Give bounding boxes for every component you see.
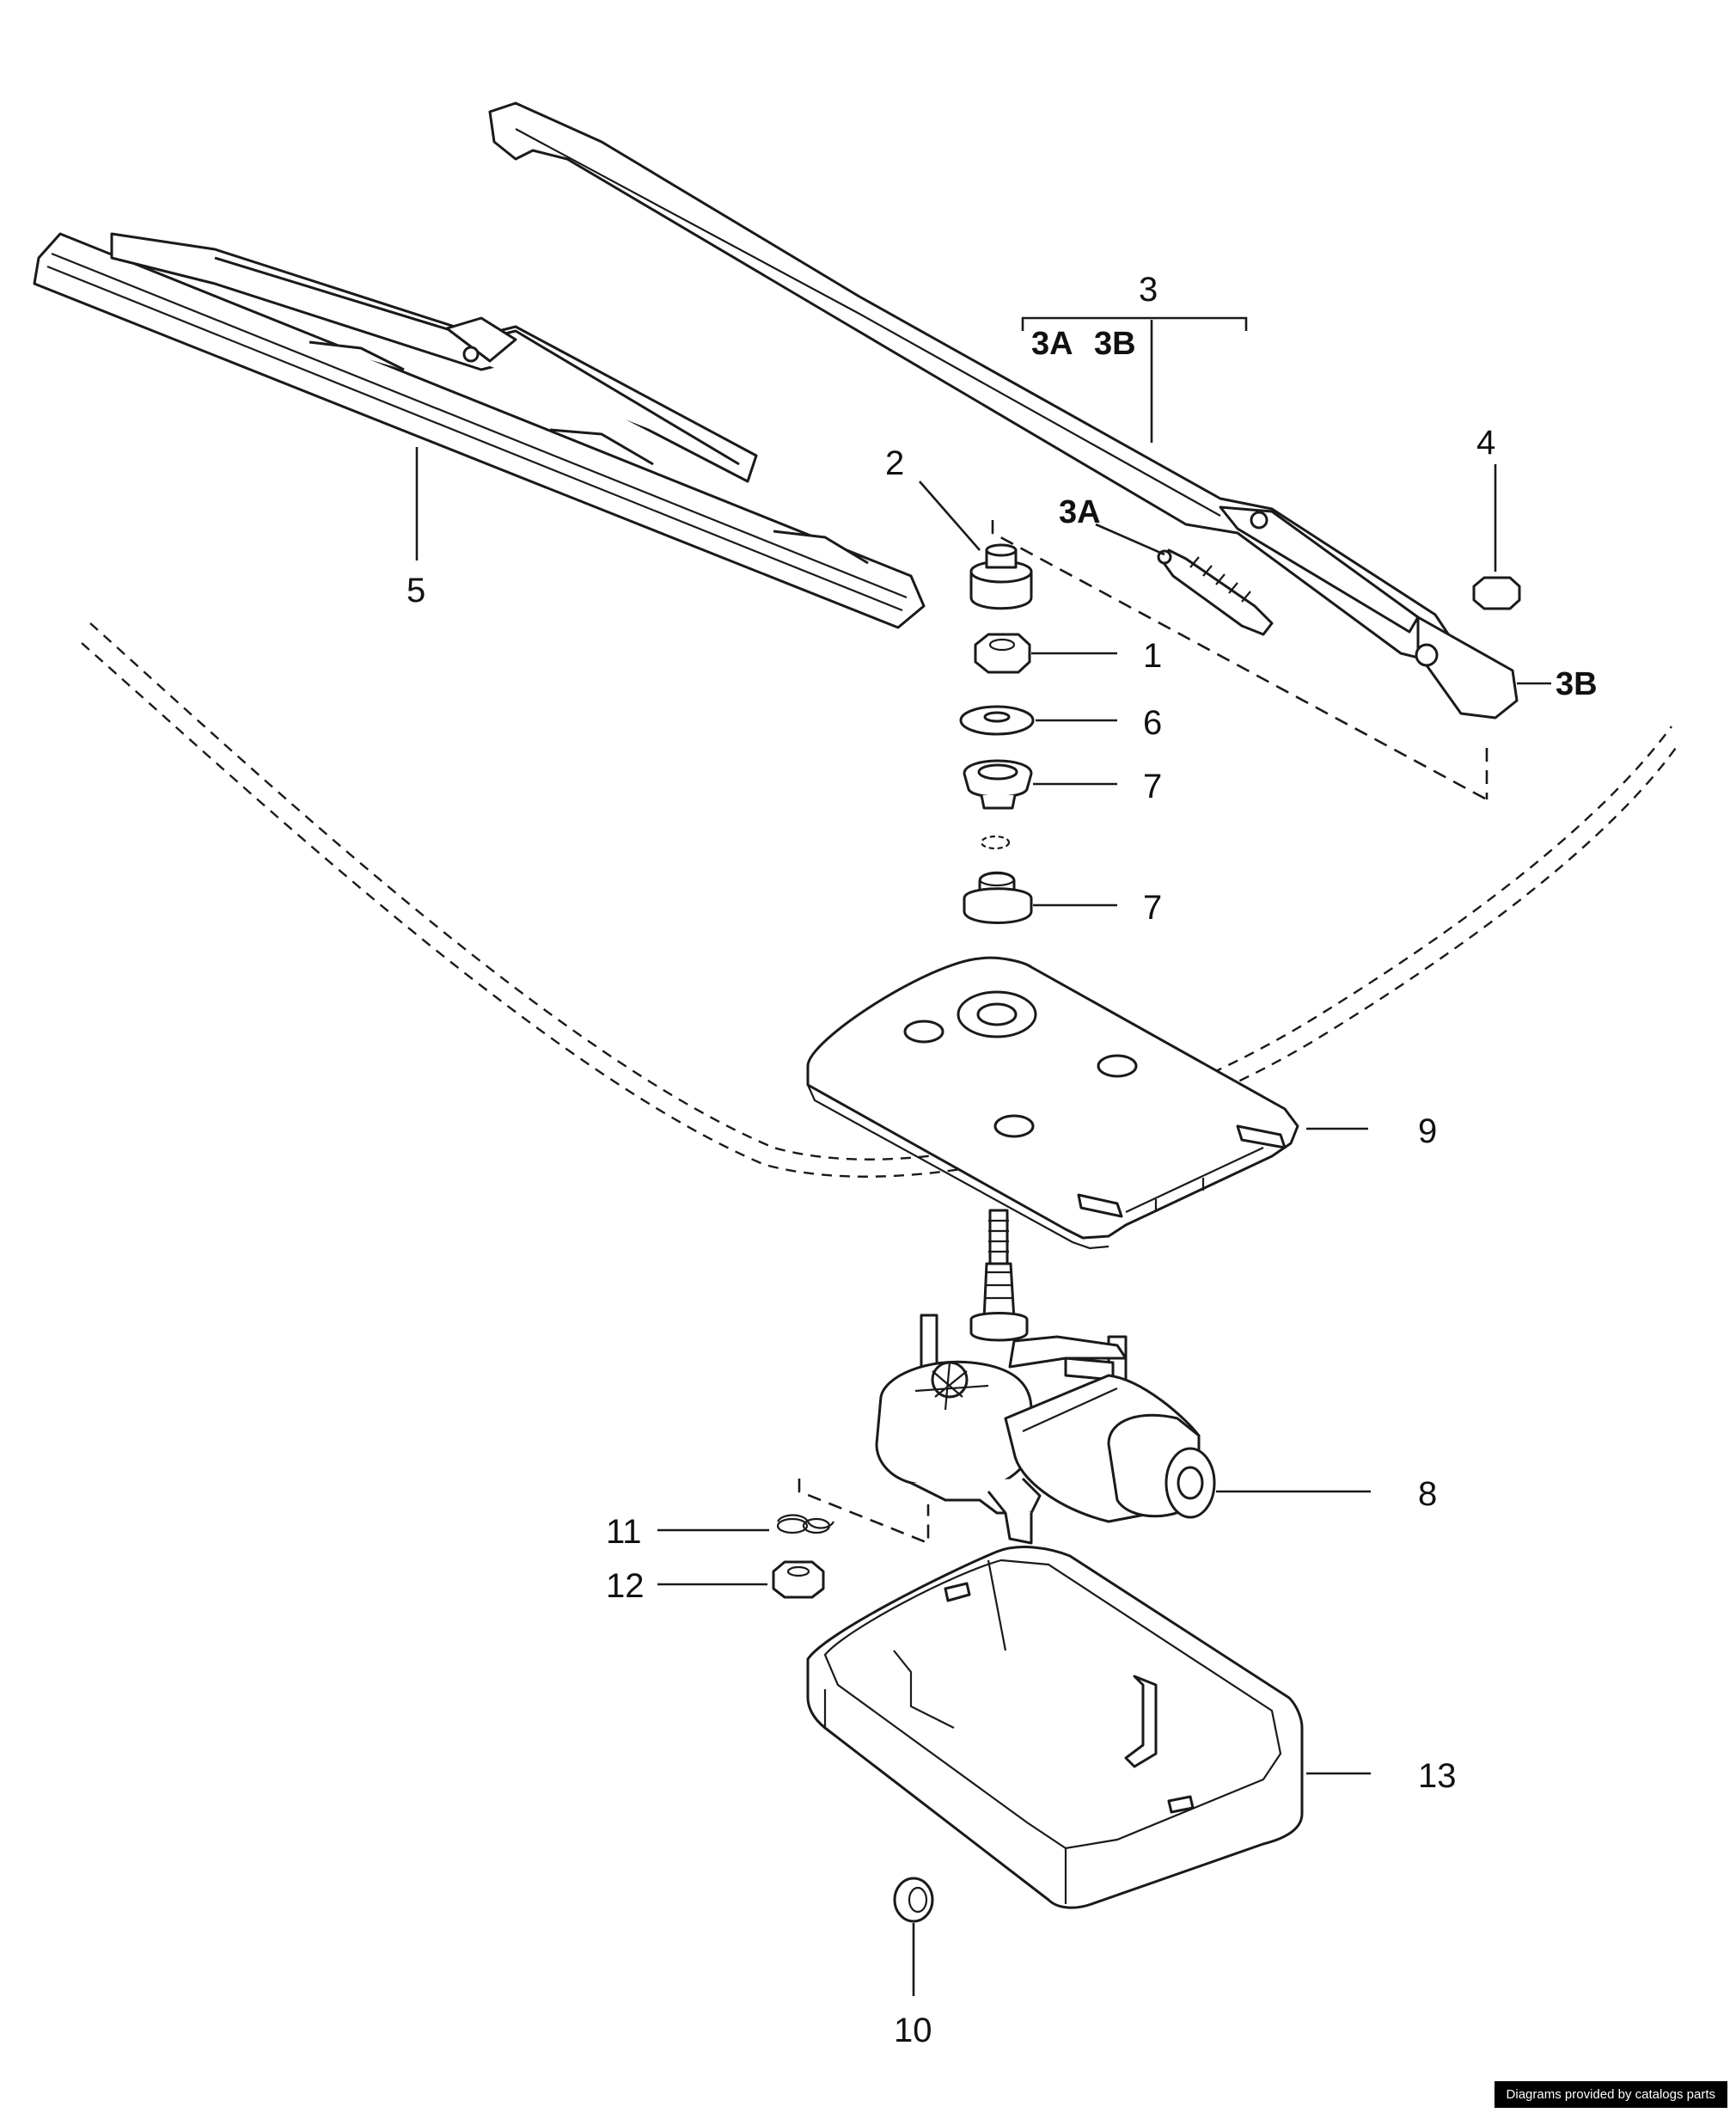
callout-3a: 3A: [1059, 494, 1101, 530]
nut-4: [1472, 576, 1521, 610]
callout-9: 9: [1418, 1112, 1437, 1150]
callout-3a-group: 3A: [1031, 326, 1073, 362]
callout-8: 8: [1418, 1475, 1437, 1513]
callout-11: 11: [606, 1513, 642, 1551]
bracket-3: [1021, 316, 1248, 331]
axis-arm: [991, 520, 1488, 801]
nut-1: [974, 633, 1031, 674]
cap-2: [969, 543, 1033, 610]
grommet-7-upper: [963, 759, 1033, 810]
grommet-7-lower: [963, 871, 1033, 924]
mounting-plate-9: [806, 956, 1299, 1250]
leader-3a: [1095, 523, 1165, 556]
footer-credit: Diagrams provided by catalogs parts: [1494, 2081, 1727, 2108]
wiper-blade: [33, 232, 926, 629]
washer-6: [959, 705, 1035, 736]
callout-7-upper: 7: [1143, 768, 1162, 805]
callout-3: 3: [1139, 271, 1158, 309]
nut-12: [772, 1560, 825, 1599]
leader-2: [919, 481, 981, 551]
shroud-13: [806, 1546, 1304, 1909]
callout-4: 4: [1476, 424, 1495, 462]
callout-10: 10: [894, 2012, 932, 2049]
clip: [980, 835, 1011, 850]
callout-13: 13: [1418, 1757, 1457, 1795]
callout-5: 5: [406, 572, 425, 609]
callout-7-lower: 7: [1143, 889, 1162, 927]
spring-3a: [1157, 548, 1274, 636]
grommet-10: [893, 1877, 934, 1923]
callout-3b: 3B: [1556, 666, 1598, 702]
washer-11: [776, 1514, 834, 1534]
wiper-arm: [488, 101, 1519, 720]
callout-1: 1: [1143, 637, 1162, 675]
window-outline-inner: [81, 642, 1677, 1178]
callout-6: 6: [1143, 704, 1162, 742]
wiper-motor-8: [875, 1209, 1216, 1545]
callout-12: 12: [606, 1567, 645, 1605]
axis-nut-11: [798, 1479, 930, 1545]
callout-2: 2: [885, 444, 904, 482]
callout-3b-group: 3B: [1094, 326, 1136, 362]
